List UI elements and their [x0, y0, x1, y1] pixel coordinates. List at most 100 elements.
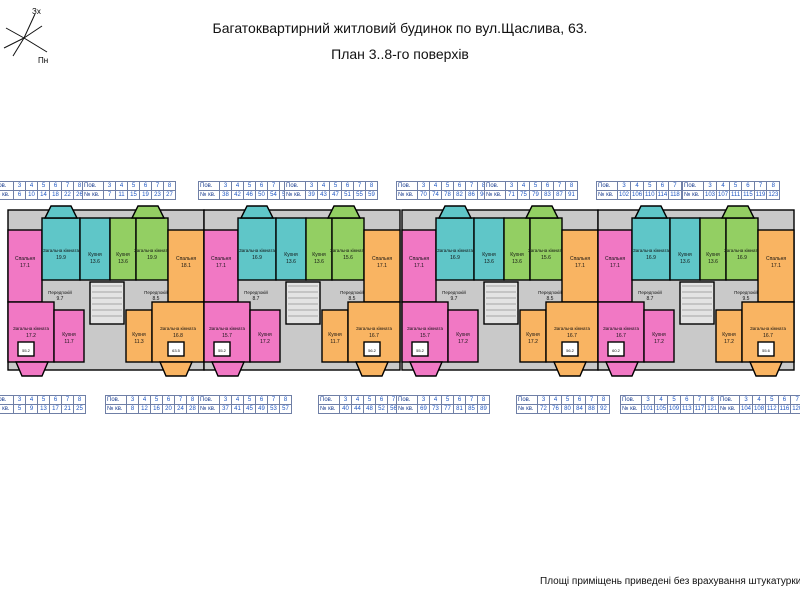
floor-number: 4	[752, 395, 767, 405]
floor-number: 6	[49, 181, 62, 191]
floor-number: 4	[549, 395, 562, 405]
living-room-area: 16.8	[173, 333, 183, 339]
kitchen-area: 11.7	[64, 339, 74, 345]
floor-number: 7	[61, 181, 74, 191]
kitchen-label: Кухня	[722, 332, 736, 338]
apartment-number: 123	[766, 190, 781, 200]
apartment-number: 119	[753, 190, 768, 200]
kitchen	[321, 309, 349, 363]
stair-core	[89, 281, 125, 325]
bedroom-label: Спальня	[211, 256, 231, 262]
kitchen	[669, 217, 701, 281]
floor-number: 6	[453, 181, 466, 191]
kitchen-area: 13.6	[314, 259, 324, 265]
apartment-number: 82	[453, 190, 466, 200]
kitchen-label: Кухня	[88, 252, 102, 258]
living-room-label: Загальна кімната	[13, 326, 49, 331]
kitchen-area: 17.2	[458, 339, 468, 345]
living-room-area: 16.7	[763, 333, 773, 339]
apartment-number: 25	[73, 404, 86, 414]
kitchen	[249, 309, 281, 363]
kitchen-area: 13.6	[118, 259, 128, 265]
floor-header-label: Пов.	[284, 181, 306, 191]
floor-number: 4	[231, 395, 244, 405]
kitchen-area: 17.2	[724, 339, 734, 345]
floor-number: 3	[640, 395, 656, 405]
kitchen	[109, 217, 137, 281]
floor-number: 3	[702, 181, 718, 191]
floor-header-label: Пов.	[318, 395, 340, 405]
floor-number: 5	[529, 181, 542, 191]
apartment-number: 23	[151, 190, 164, 200]
apartment-number: 69	[417, 404, 430, 414]
floor-number: 5	[37, 181, 50, 191]
floor-header-label: Пов.	[198, 181, 220, 191]
kitchen-area: 13.6	[484, 259, 494, 265]
hall-area: 9.7	[451, 296, 458, 302]
apartment-number: 19	[139, 190, 152, 200]
apartment-number: 16	[150, 404, 163, 414]
floor-number: 4	[429, 181, 442, 191]
kitchen-area: 13.6	[90, 259, 100, 265]
apartment-number: 89	[477, 404, 490, 414]
apartment-number: 59	[365, 190, 378, 200]
floor-header-label: Пов.	[105, 395, 127, 405]
living-room-area: 16.9	[450, 255, 460, 261]
apartment-number: 111	[729, 190, 743, 200]
bay-window	[408, 361, 444, 377]
kitchen-label: Кухня	[258, 332, 272, 338]
hall-label: Передпокій	[144, 289, 168, 295]
living-room-area: 16.9	[646, 255, 656, 261]
apartment-total-area: 60.2	[612, 348, 621, 353]
bedroom-label: Спальня	[409, 256, 429, 262]
floor-number: 3	[219, 395, 232, 405]
apartment-number: 11	[115, 190, 128, 200]
balcony	[561, 341, 579, 357]
apartment-number: 87	[553, 190, 566, 200]
kitchen-label: Кухня	[678, 252, 692, 258]
apartment-header-label: № кв.	[596, 190, 618, 200]
hall-label: Передпокій	[48, 289, 72, 295]
floor-number: 7	[267, 395, 280, 405]
floor-number: 7	[753, 181, 768, 191]
bay-window	[633, 205, 669, 219]
apartment-number: 10	[25, 190, 38, 200]
floor-number: 4	[138, 395, 151, 405]
bedroom	[561, 229, 599, 303]
page-subtitle: План 3..8-го поверхів	[331, 46, 469, 62]
apartment-number: 55	[353, 190, 366, 200]
kitchen-label: Кухня	[510, 252, 524, 258]
apartment-number: 116	[777, 404, 792, 414]
hall-label: Передпокій	[340, 289, 364, 295]
apartment-number: 6	[13, 190, 26, 200]
floor-number: 7	[353, 181, 366, 191]
bay-window	[552, 361, 588, 377]
floor-number: 8	[73, 395, 86, 405]
living-room-area: 19.9	[56, 255, 66, 261]
kitchen-label: Кухня	[62, 332, 76, 338]
kitchen	[643, 309, 675, 363]
bay-window	[210, 361, 246, 377]
apartment-number: 72	[537, 404, 550, 414]
apartment-header-label: № кв.	[198, 404, 220, 414]
floor-number: 8	[186, 395, 199, 405]
balcony	[167, 341, 185, 357]
floor-header-label: Пов.	[0, 395, 14, 405]
floor-number: 6	[341, 181, 354, 191]
bay-window	[354, 361, 390, 377]
floor-number: 5	[243, 181, 256, 191]
apartment-number: 24	[174, 404, 187, 414]
floor-header-label: Пов.	[82, 181, 104, 191]
kitchen-label: Кухня	[456, 332, 470, 338]
floor-number: 3	[738, 395, 754, 405]
apartment-number: 121	[705, 404, 720, 414]
floor-number: 5	[150, 395, 163, 405]
hall-area: 8.5	[547, 296, 554, 302]
apartment-number: 106	[630, 190, 645, 200]
living-room-label: Загальна кімната	[160, 326, 196, 331]
floor-number: 6	[777, 395, 792, 405]
